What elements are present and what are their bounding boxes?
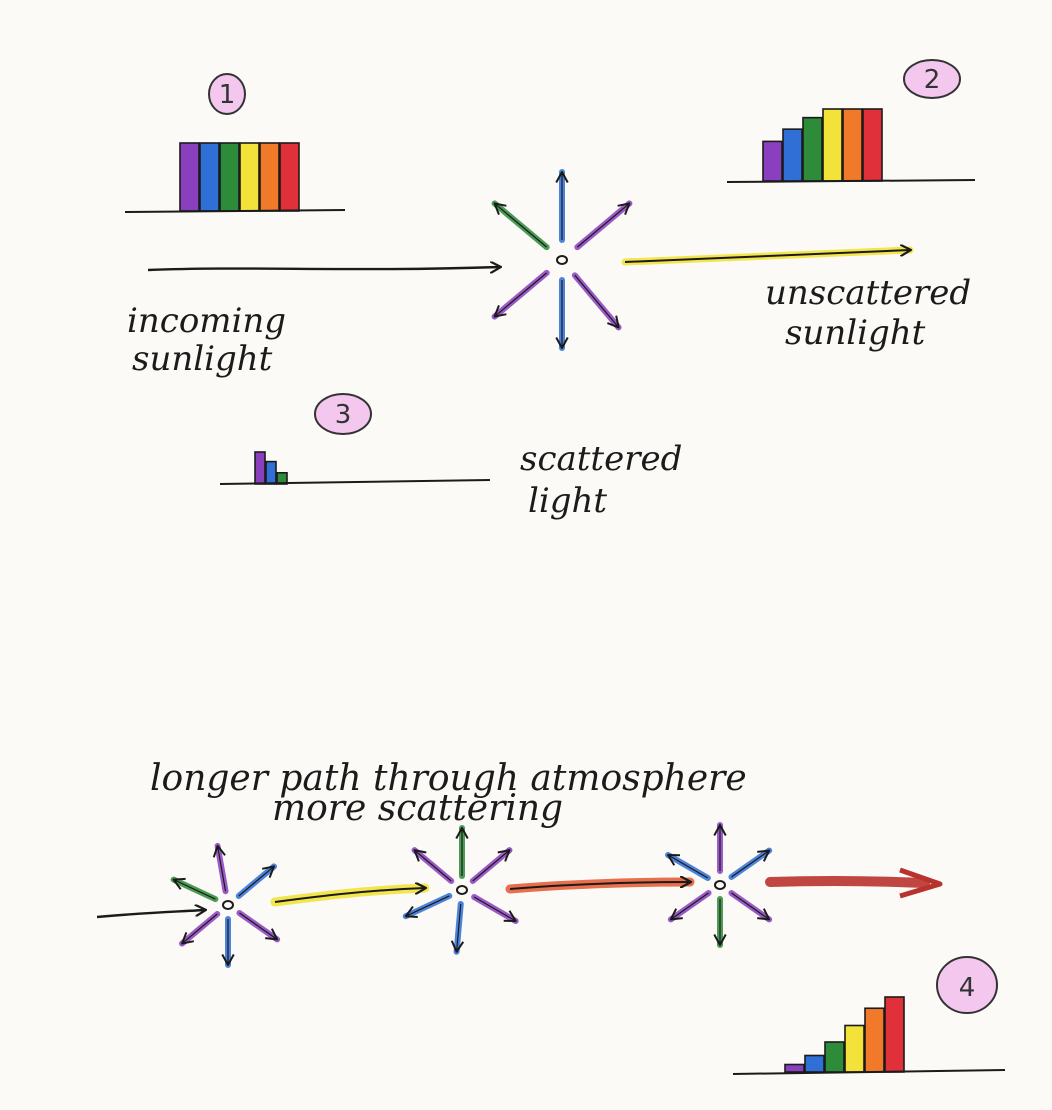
spectrum-bar-yellow	[822, 108, 843, 182]
scattered-arrow-violet	[471, 894, 519, 924]
spectrum-incoming-baseline	[124, 209, 346, 213]
badge-1: 1	[208, 73, 246, 115]
spectrum-bar-red	[884, 996, 905, 1073]
scattered-arrow-green	[491, 200, 550, 251]
spectrum-long-path: 4	[732, 956, 1006, 1075]
spectrum-scattered: 3	[219, 393, 491, 485]
label-longer-path: longer path through atmosphere	[150, 758, 747, 799]
spectrum-bar-violet	[784, 1063, 805, 1073]
scatter-center-2	[402, 825, 519, 955]
spectrum-bar-green	[802, 116, 823, 182]
bottom-yellow-arrow	[270, 888, 430, 907]
spectrum-bar-blue	[265, 460, 277, 485]
spectrum-bar-violet	[179, 142, 200, 212]
spectrum-unscattered-bars	[762, 108, 883, 182]
bottom-orange-arrow	[505, 882, 695, 894]
bottom-incoming-arrow	[96, 910, 205, 919]
scattered-arrow-violet	[212, 842, 229, 895]
scattering-particle	[714, 880, 726, 890]
scattered-arrow-blue	[728, 847, 773, 880]
scattered-arrow-green	[455, 825, 469, 879]
spectrum-bar-red	[862, 108, 883, 182]
scattered-arrow-blue	[665, 852, 711, 881]
badge-2-label: 2	[924, 65, 941, 95]
scattered-arrow-violet	[713, 822, 727, 874]
badge-2: 2	[903, 59, 961, 99]
scattered-arrow-green	[170, 876, 219, 903]
spectrum-bar-green	[219, 142, 240, 212]
scatter-center-top	[491, 169, 633, 351]
spectrum-bar-orange	[259, 142, 280, 212]
scattered-arrow-violet	[728, 890, 773, 923]
spectrum-bar-orange	[842, 108, 863, 182]
badge-3-label: 3	[335, 400, 352, 430]
spectrum-bar-blue	[782, 128, 803, 182]
spectrum-bar-yellow	[239, 142, 260, 212]
spectrum-bar-violet	[762, 140, 783, 182]
spectrum-scattered-baseline	[219, 479, 491, 485]
scattered-arrow-blue	[235, 863, 277, 900]
badge-4-label: 4	[959, 973, 976, 1003]
scattered-arrow-violet	[469, 847, 513, 885]
scattered-arrow-green	[713, 896, 727, 948]
label-incoming: incoming	[127, 301, 286, 341]
spectrum-bar-green	[824, 1041, 845, 1073]
spectrum-bar-yellow	[844, 1024, 865, 1073]
scattered-arrow-blue	[221, 916, 235, 968]
spectrum-bar-red	[279, 142, 300, 212]
scattered-arrow-violet	[179, 910, 221, 947]
badge-4: 4	[936, 956, 998, 1014]
scattered-arrow-blue	[450, 900, 465, 955]
spectrum-long-path-bars	[784, 996, 905, 1073]
spectrum-bar-violet	[254, 451, 266, 485]
spectrum-bar-blue	[804, 1054, 825, 1073]
scattering-particle	[456, 885, 468, 895]
spectrum-bar-blue	[199, 142, 220, 212]
badge-1-label: 1	[219, 80, 236, 110]
label-scattered: scattered	[520, 439, 682, 479]
spectrum-scattered-bars	[254, 451, 288, 485]
scattered-arrow-blue	[555, 169, 569, 243]
spectrum-long-path-baseline	[732, 1069, 1006, 1075]
label-incoming-sunlight: sunlight	[132, 339, 273, 379]
scattered-arrow-blue	[402, 892, 453, 920]
unscattered-sunlight-arrow	[621, 250, 914, 266]
scattered-arrow-blue	[555, 277, 569, 351]
scattering-particle	[556, 255, 568, 265]
bottom-red-arrow	[765, 867, 943, 899]
spectrum-unscattered-baseline	[726, 179, 976, 183]
scattered-arrow-violet	[571, 272, 622, 331]
scattering-particle	[222, 900, 234, 910]
label-scattered-light: light	[528, 481, 607, 521]
badge-3: 3	[314, 393, 372, 435]
scatter-center-3	[665, 822, 773, 948]
label-more-scattering: more scattering	[272, 788, 563, 829]
spectrum-incoming-bars	[179, 142, 300, 212]
scattered-arrow-violet	[411, 847, 455, 885]
scattered-arrow-violet	[491, 269, 550, 320]
label-unscattered: unscattered	[765, 273, 971, 313]
spectrum-bar-orange	[864, 1007, 885, 1073]
scattered-arrow-violet	[236, 910, 281, 943]
scatter-center-1	[170, 842, 281, 968]
incoming-sunlight-arrow	[147, 267, 500, 270]
spectrum-incoming: 1	[124, 73, 346, 213]
label-unscattered-sunlight: sunlight	[785, 313, 926, 353]
scattered-arrow-violet	[574, 200, 633, 251]
spectrum-unscattered: 2	[726, 59, 976, 183]
scattered-arrow-violet	[667, 890, 712, 923]
